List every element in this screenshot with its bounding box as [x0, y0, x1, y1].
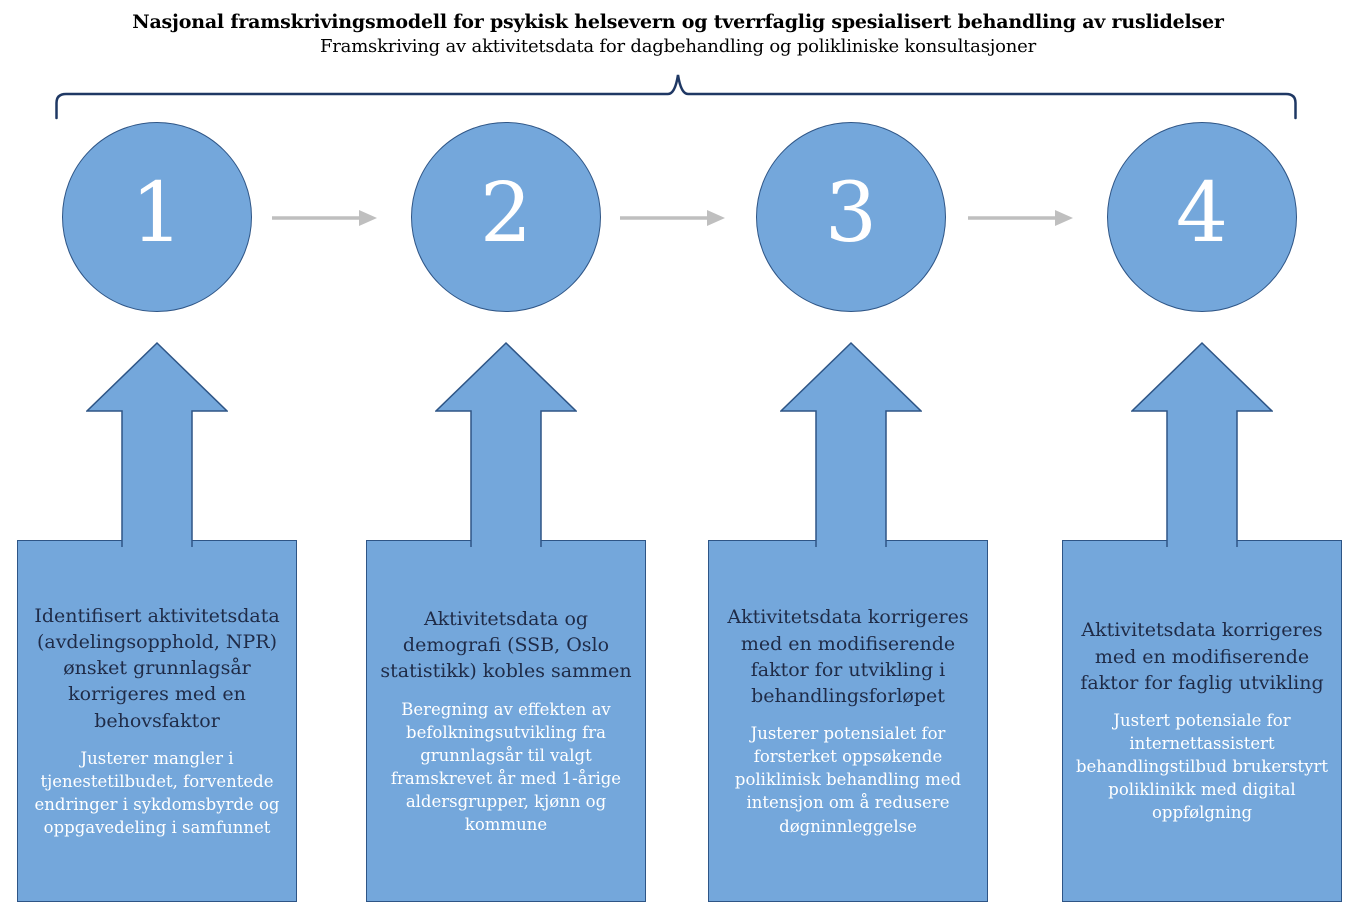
- step-number-1: 1: [130, 166, 184, 261]
- step-subtext-1: Justerer mangler i tjenestetilbudet, for…: [34, 748, 280, 838]
- step-subtext-2: Beregning av effekten av befolkningsutvi…: [390, 699, 622, 835]
- step-heading-2: Aktivitetsdata og demografi (SSB, Oslo s…: [380, 607, 632, 683]
- up-arrow-4: [1131, 341, 1273, 547]
- step-heading-4: Aktivitetsdata korrigeres med en modifis…: [1080, 619, 1324, 694]
- step-box-2: Aktivitetsdata og demografi (SSB, Oslo s…: [366, 540, 646, 902]
- step-subtext-3: Justerer potensialet for forsterket opps…: [734, 724, 962, 836]
- step-number-2: 2: [479, 166, 533, 261]
- step-box-3: Aktivitetsdata korrigeres med en modifis…: [708, 540, 988, 902]
- step-circle-4: 4: [1107, 122, 1297, 312]
- step-circle-1: 1: [62, 122, 252, 312]
- flow-arrow-3-4: [968, 210, 1073, 226]
- step-heading-3: Aktivitetsdata korrigeres med en modifis…: [727, 606, 969, 707]
- up-arrow-1: [86, 341, 228, 547]
- step-box-1: Identifisert aktivitetsdata (avdelingsop…: [17, 540, 297, 902]
- step-subtext-4: Justert potensiale for internettassister…: [1075, 711, 1329, 823]
- up-arrow-3: [780, 341, 922, 547]
- up-arrow-2: [435, 341, 577, 547]
- flow-arrow-1-2: [272, 210, 377, 226]
- step-number-3: 3: [824, 166, 878, 261]
- flow-arrow-2-3: [620, 210, 725, 226]
- diagram-subtitle: Framskriving av aktivitetsdata for dagbe…: [319, 36, 1037, 57]
- top-brace: [55, 74, 1297, 120]
- step-box-4: Aktivitetsdata korrigeres med en modifis…: [1062, 540, 1342, 902]
- step-heading-1: Identifisert aktivitetsdata (avdelingsop…: [34, 604, 280, 732]
- step-circle-2: 2: [411, 122, 601, 312]
- step-number-4: 4: [1175, 166, 1229, 261]
- step-circle-3: 3: [756, 122, 946, 312]
- diagram-title: Nasjonal framskrivingsmodell for psykisk…: [132, 11, 1224, 33]
